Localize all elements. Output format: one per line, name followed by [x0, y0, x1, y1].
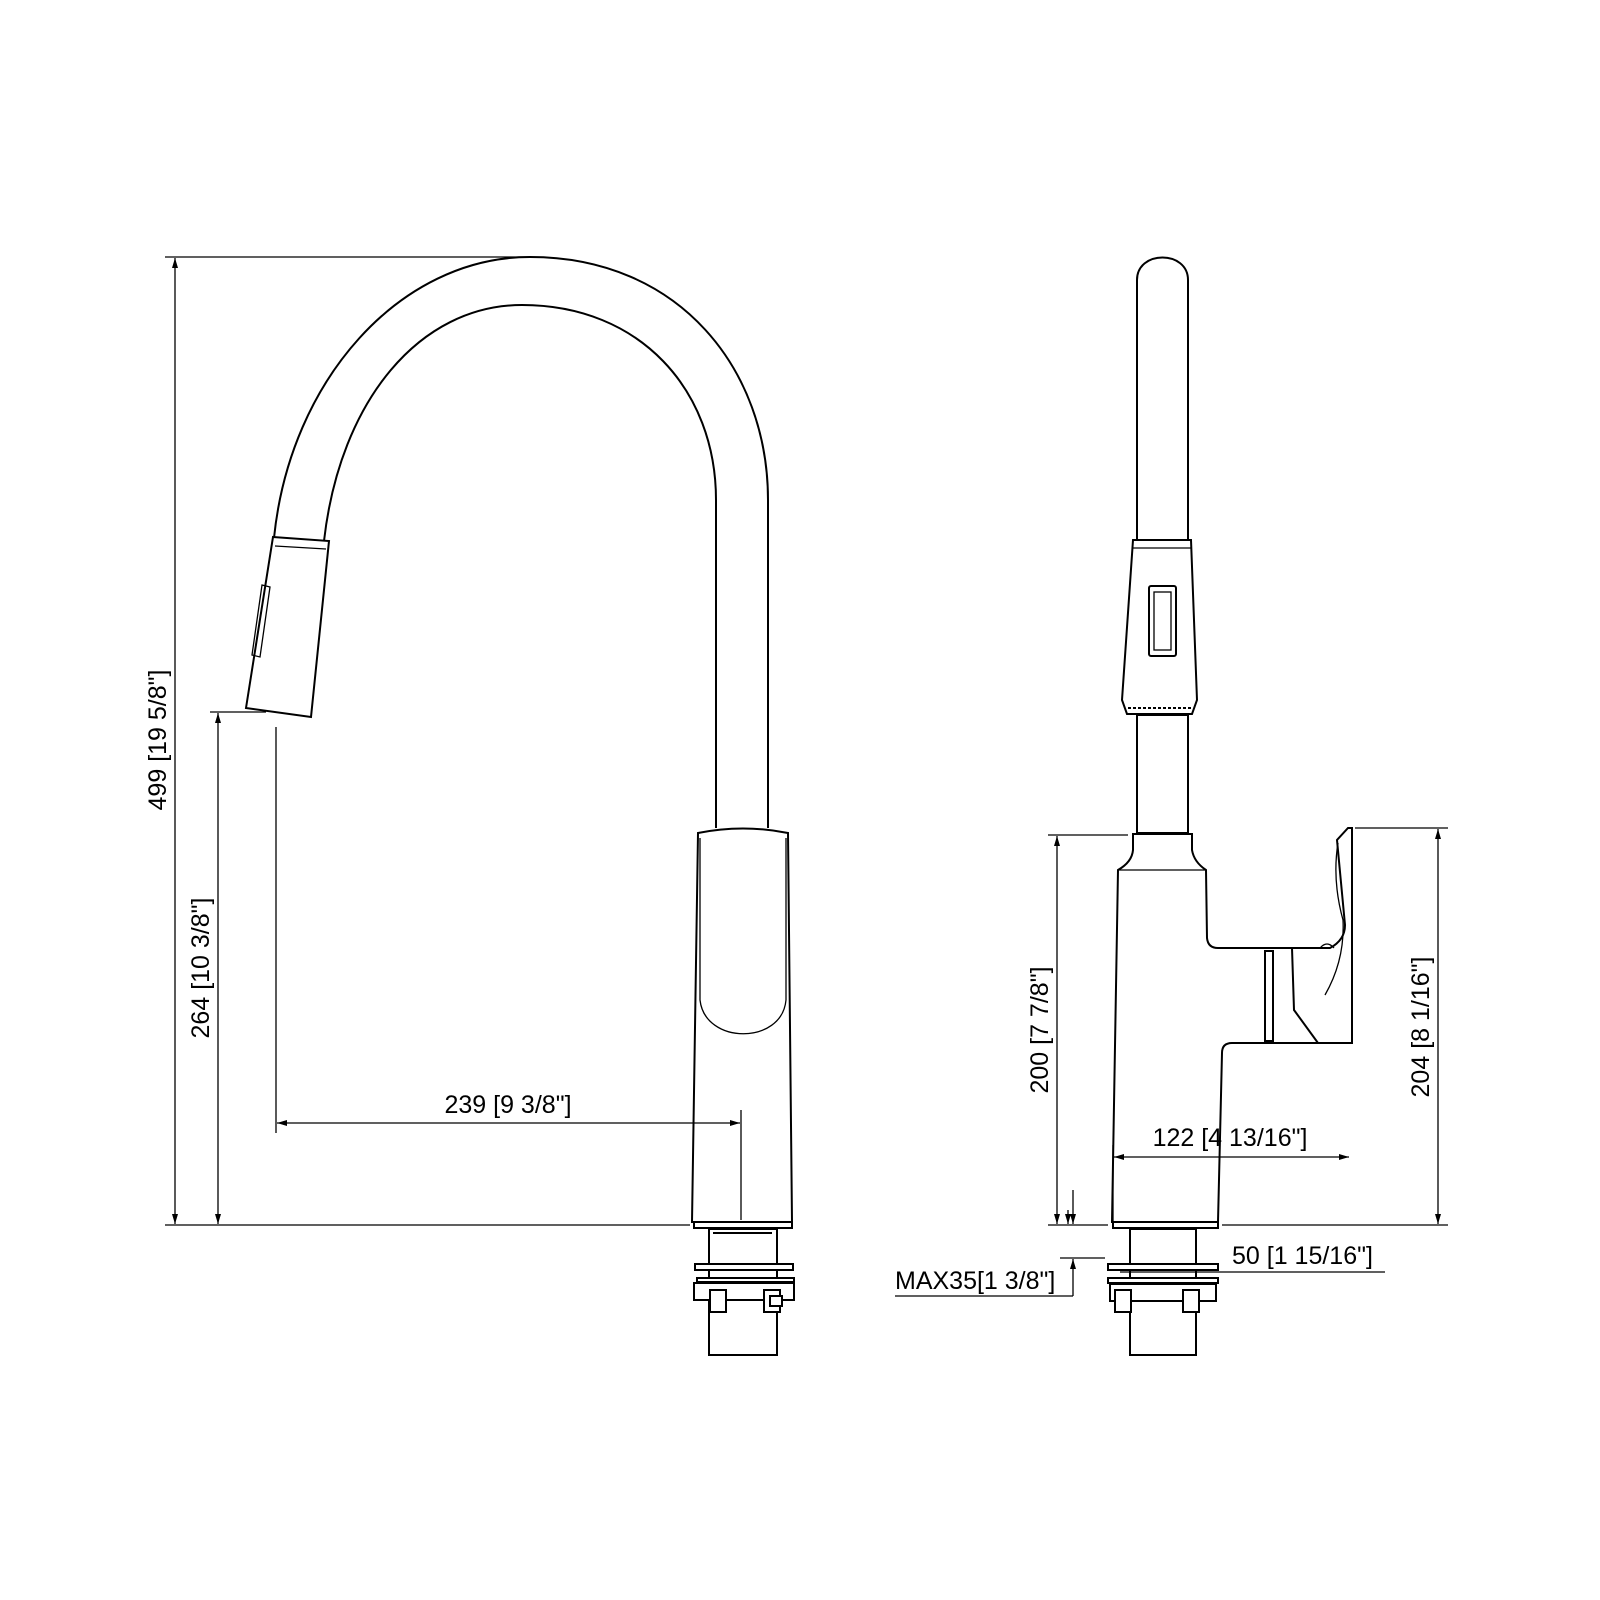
handle-height-label: 204 [8 1/16"]	[1407, 957, 1435, 1098]
washer	[694, 1263, 794, 1271]
front-view: 499 [19 5/8"] 264 [10 3/8"] 239 [9 3/8"]	[144, 255, 795, 1356]
lever-handle	[699, 838, 787, 1035]
deck-thickness-label: MAX35[1 3/8"]	[895, 1267, 1055, 1295]
faucet-body	[690, 827, 794, 1223]
body-height-label: 200 [7 7/8"]	[1026, 966, 1054, 1093]
handle-lever	[1290, 827, 1353, 1044]
hole-diameter-label: 50 [1 15/16"]	[1232, 1242, 1373, 1270]
overall-height-label: 499 [19 5/8"]	[144, 670, 172, 811]
base-ring	[693, 1221, 793, 1229]
spray-button	[251, 584, 271, 658]
handle-reach-label: 122 [4 13/16"]	[1153, 1124, 1308, 1152]
spout-reach-label: 239 [9 3/8"]	[444, 1091, 571, 1119]
spout-inner	[323, 303, 717, 828]
spout-outer	[273, 255, 769, 828]
side-view: 200 [7 7/8"] 204 [8 1/16"] 122 [4 13/16"…	[895, 256, 1448, 1356]
spout-side	[1136, 256, 1189, 540]
spout-clearance-label: 264 [10 3/8"]	[187, 898, 215, 1039]
spray-head	[244, 535, 331, 719]
spray-window	[1148, 585, 1177, 657]
